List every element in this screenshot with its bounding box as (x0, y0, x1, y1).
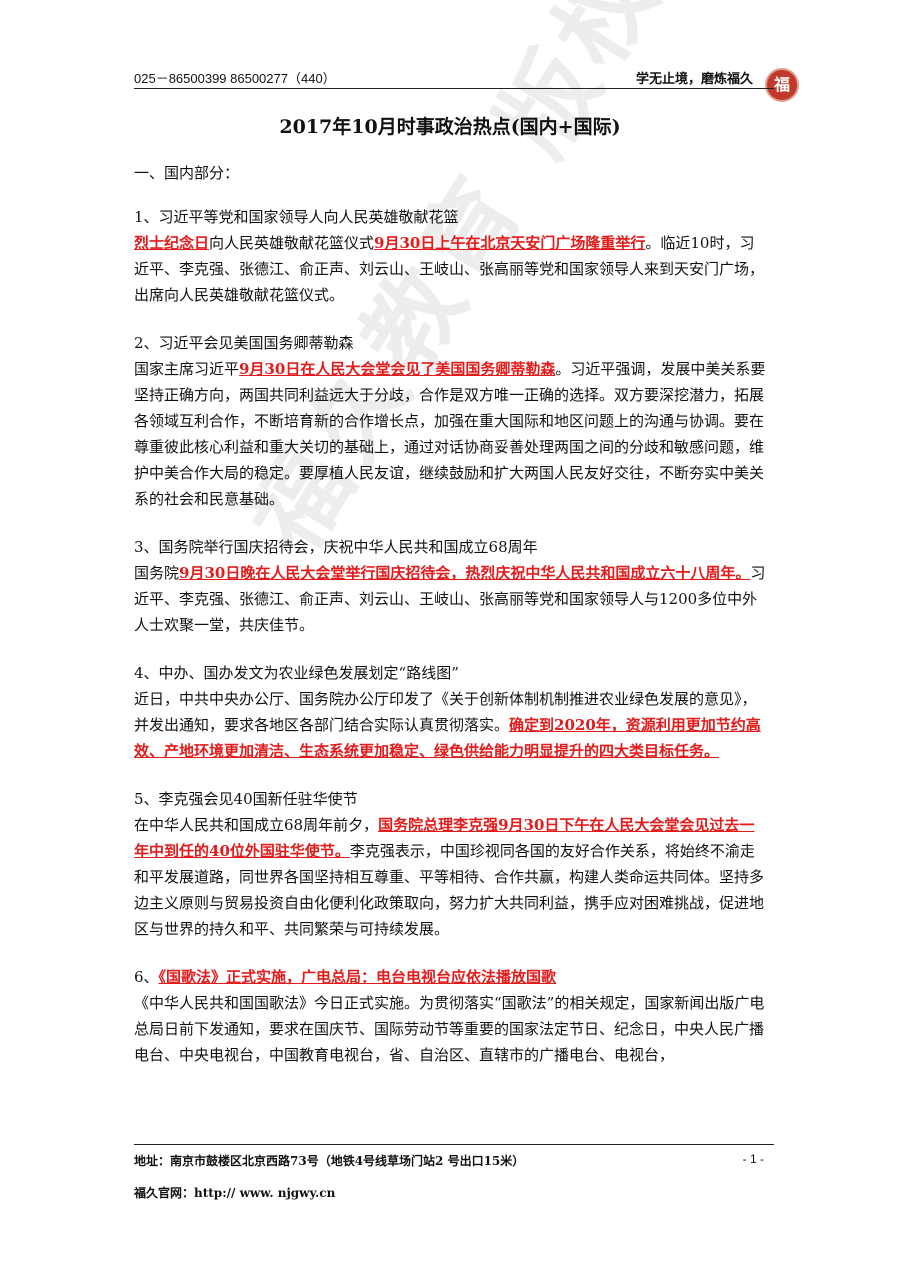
news-item-body: 近日，中共中央办公厅、国务院办公厅印发了《关于创新体制机制推进农业绿色发展的意见… (134, 686, 768, 764)
news-item: 1、习近平等党和国家领导人向人民英雄敬献花篮烈士纪念日向人民英雄敬献花篮仪式9月… (134, 204, 768, 308)
header-slogan: 学无止境，磨炼福久 (635, 72, 753, 87)
highlighted-text: 9月30日上午在北京天安门广场隆重举行 (374, 234, 646, 252)
section-heading: 一、国内部分： (134, 164, 240, 182)
body-text: 近日，中共中央办公厅、国务院办公厅印发了《关于创新体制机制推进农业绿色发展的意见… (134, 690, 757, 734)
news-item-body: 烈士纪念日向人民英雄敬献花篮仪式9月30日上午在北京天安门广场隆重举行。临近10… (134, 230, 768, 308)
news-item-heading: 3、国务院举行国庆招待会，庆祝中华人民共和国成立68周年 (134, 538, 538, 556)
page-header: 025－86500399 86500277（440） 学无止境，磨炼福久 (134, 66, 765, 88)
news-item-body: 国务院9月30日晚在人民大会堂举行国庆招待会，热烈庆祝中华人民共和国成立六十八周… (134, 560, 768, 638)
highlighted-text: 《国歌法》正式实施，广电总局：电台电视台应依法播放国歌 (158, 968, 557, 986)
news-item-heading: 6、《国歌法》正式实施，广电总局：电台电视台应依法播放国歌 (134, 964, 768, 990)
news-item-heading: 2、习近平会见美国国务卿蒂勒森 (134, 334, 354, 352)
news-item-body: 国家主席习近平9月30日在人民大会堂会见了美国国务卿蒂勒森。习近平强调，发展中美… (134, 356, 768, 512)
body-text: 国家主席习近平 (134, 360, 240, 378)
body-text: 。临近10时，习近平、李克强、张德江、俞正声、刘云山、王岐山、张高丽等党和国家领… (134, 234, 765, 304)
body-text: 在中华人民共和国成立68周年前夕， (134, 816, 379, 834)
page-title: 2017年10月时事政治热点(国内+国际) (279, 116, 621, 138)
news-item: 2、习近平会见美国国务卿蒂勒森国家主席习近平9月30日在人民大会堂会见了美国国务… (134, 330, 768, 512)
news-list: 1、习近平等党和国家领导人向人民英雄敬献花篮烈士纪念日向人民英雄敬献花篮仪式9月… (134, 204, 768, 1068)
header-phone: 025－86500399 86500277（440） (134, 71, 336, 86)
news-item: 6、《国歌法》正式实施，广电总局：电台电视台应依法播放国歌《中华人民共和国国歌法… (134, 964, 768, 1068)
heading-text: 6、 (134, 968, 159, 986)
footer-address: 地址：南京市鼓楼区北京西路73号（地铁4号线草场门站2 号出口15米） (134, 1154, 525, 1168)
highlighted-text: 9月30日在人民大会堂会见了美国国务卿蒂勒森 (239, 360, 556, 378)
news-item: 4、中办、国办发文为农业绿色发展划定“路线图” 近日，中共中央办公厅、国务院办公厅… (134, 660, 768, 764)
news-item-heading: 1、习近平等党和国家领导人向人民英雄敬献花篮 (134, 208, 459, 226)
body-text: 向人民英雄敬献花篮仪式 (209, 234, 375, 252)
page-number: - 1 - (742, 1152, 764, 1166)
highlighted-text: 烈士纪念日 (134, 234, 210, 252)
body-text: 习近平、李克强、张德江、俞正声、刘云山、王岐山、张高丽等党和国家领导人与1200… (134, 564, 766, 634)
footer-divider (134, 1144, 774, 1145)
news-item-body: 在中华人民共和国成立68周年前夕，国务院总理李克强9月30日下午在人民大会堂会见… (134, 812, 768, 942)
highlighted-text: 9月30日晚在人民大会堂举行国庆招待会，热烈庆祝中华人民共和国成立六十八周年。 (179, 564, 751, 582)
news-item-heading: 4、中办、国办发文为农业绿色发展划定“路线图” (134, 664, 459, 682)
body-text: 《中华人民共和国国歌法》今日正式实施。为贯彻落实“国歌法”的相关规定，国家新闻出… (134, 994, 765, 1064)
news-item-body: 《中华人民共和国国歌法》今日正式实施。为贯彻落实“国歌法”的相关规定，国家新闻出… (134, 990, 768, 1068)
body-text: 李克强表示，中国珍视同各国的友好合作关系，将始终不渝走和平发展道路，同世界各国坚… (134, 842, 765, 938)
footer-website: 福久官网：http:// www. njgwy.cn (134, 1186, 336, 1200)
seal-logo-icon: 福 (765, 68, 799, 102)
news-item: 3、国务院举行国庆招待会，庆祝中华人民共和国成立68周年国务院9月30日晚在人民… (134, 534, 768, 638)
body-text: 国务院 (134, 564, 180, 582)
highlighted-text: 国务院总理李克强9月30日下午在人民大会堂会见过去一年中到任的40位外国驻华使节… (134, 816, 755, 860)
document-body: 一、国内部分： 1、习近平等党和国家领导人向人民英雄敬献花篮烈士纪念日向人民英雄… (134, 160, 768, 1090)
news-item-heading: 5、李克强会见40国新任驻华使节 (134, 790, 358, 808)
highlighted-text: 确定到2020年，资源利用更加节约高效、产地环境更加清洁、生态系统更加稳定、绿色… (134, 716, 761, 760)
news-item: 5、李克强会见40国新任驻华使节在中华人民共和国成立68周年前夕，国务院总理李克… (134, 786, 768, 942)
header-divider (134, 88, 774, 89)
body-text: 。习近平强调，发展中美关系要坚持正确方向，两国共同利益远大于分歧，合作是双方唯一… (134, 360, 766, 508)
